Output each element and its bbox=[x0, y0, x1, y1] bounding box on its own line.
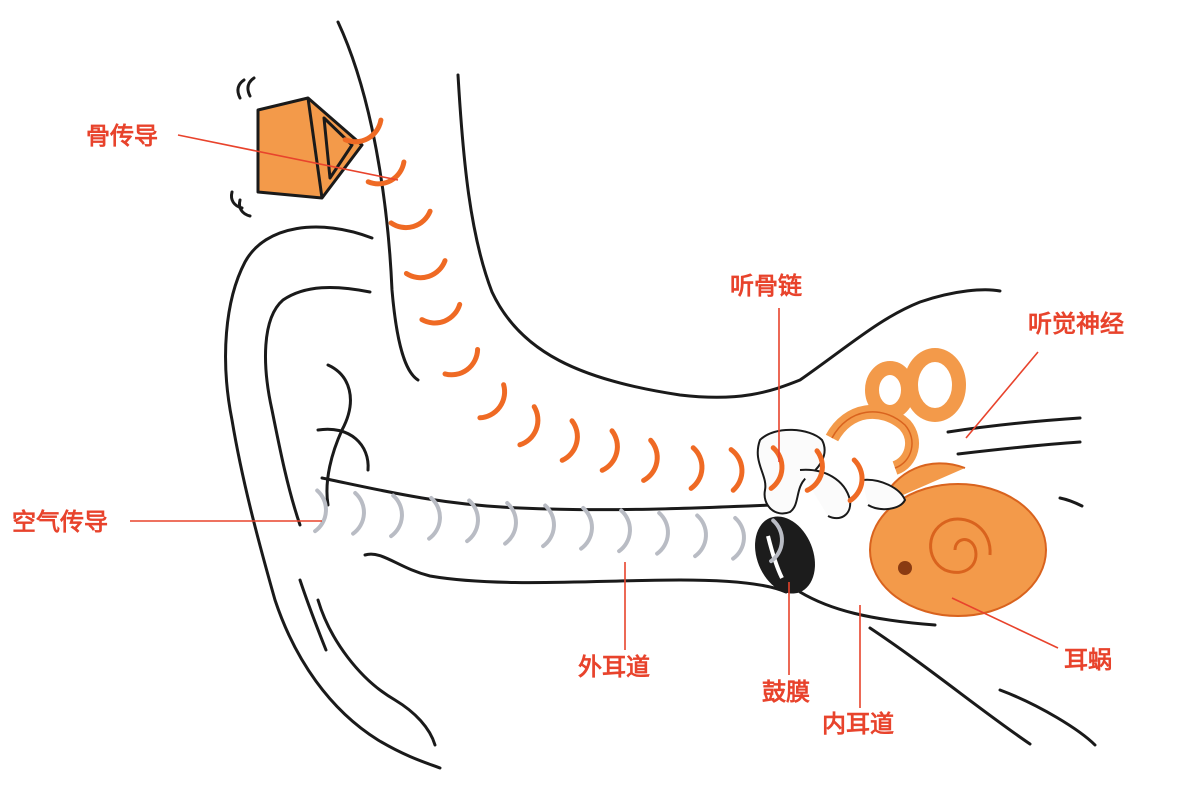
bone-wave-arc bbox=[804, 448, 825, 493]
air-wave-arc bbox=[427, 496, 442, 541]
label-inner-canal: 内耳道 bbox=[822, 710, 894, 738]
bone-wave-arc bbox=[599, 428, 620, 473]
eardrum-shape bbox=[755, 516, 815, 594]
bone-wave-arc bbox=[847, 457, 865, 503]
auditory-nerve-shape bbox=[946, 416, 1084, 508]
label-outer-canal: 外耳道 bbox=[578, 653, 650, 681]
label-ossicles: 听骨链 bbox=[730, 272, 803, 300]
air-wave-arc bbox=[465, 498, 480, 544]
bone-wave-arc bbox=[342, 117, 384, 145]
air-wave-arc bbox=[579, 506, 594, 551]
bone-wave-arc bbox=[403, 258, 448, 281]
leader-cochlea bbox=[951, 597, 1059, 649]
ear-canal-outline bbox=[320, 476, 1032, 746]
air-wave-arc bbox=[541, 503, 556, 549]
bone-wave-arc bbox=[517, 404, 541, 448]
air-wave-arc bbox=[655, 511, 670, 556]
bone-wave-arc bbox=[388, 208, 433, 231]
cochlea-shape bbox=[869, 483, 1047, 617]
bone-wave-arc bbox=[477, 382, 508, 421]
air-wave-arc bbox=[503, 501, 518, 546]
air-wave-arc bbox=[731, 516, 746, 561]
air-conduction-waves bbox=[313, 488, 784, 564]
air-wave-arc bbox=[693, 513, 708, 559]
bone-conduction-transducer-icon bbox=[230, 76, 364, 218]
bone-wave-arc bbox=[768, 445, 785, 491]
bone-wave-arc bbox=[641, 437, 660, 483]
bone-wave-arc bbox=[419, 301, 463, 326]
bone-conduction-waves bbox=[342, 117, 865, 503]
label-bone-conduction: 骨传导 bbox=[86, 122, 158, 150]
leader-lines bbox=[130, 134, 1059, 708]
air-wave-arc bbox=[389, 493, 404, 539]
bone-wave-arc bbox=[365, 159, 407, 187]
label-air-conduction: 空气传导 bbox=[12, 508, 108, 536]
inner-ear bbox=[825, 348, 1047, 617]
leader-bone-conduction bbox=[177, 134, 399, 181]
bone-wave-arc bbox=[442, 347, 481, 378]
pinna-outline bbox=[224, 225, 442, 770]
air-wave-arc bbox=[617, 508, 632, 554]
bone-wave-arc bbox=[728, 447, 745, 493]
labels: 骨传导 空气传导 听骨链 听觉神经 耳蜗 外耳道 鼓膜 内耳道 bbox=[12, 122, 1124, 738]
label-eardrum: 鼓膜 bbox=[762, 678, 810, 706]
bone-wave-arc bbox=[688, 445, 705, 491]
bone-wave-arc bbox=[559, 418, 580, 463]
label-cochlea: 耳蜗 bbox=[1064, 646, 1112, 674]
leader-auditory-nerve bbox=[965, 351, 1039, 439]
head-outline bbox=[336, 20, 1097, 747]
air-wave-arc bbox=[313, 488, 328, 534]
round-window bbox=[898, 561, 912, 575]
air-wave-arc bbox=[769, 518, 784, 564]
label-auditory-nerve: 听觉神经 bbox=[1028, 310, 1124, 338]
air-wave-arc bbox=[351, 491, 366, 536]
